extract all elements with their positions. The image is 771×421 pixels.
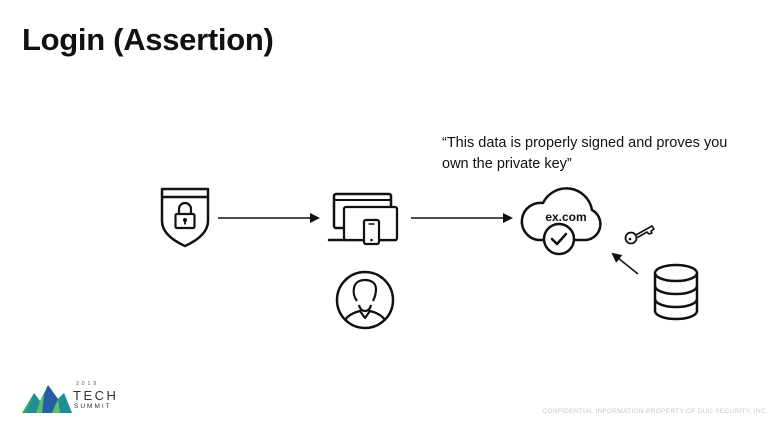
user-icon bbox=[335, 270, 395, 330]
confidential-footer: CONFIDENTIAL INFORMATION PROPERTY OF DUO… bbox=[542, 408, 768, 415]
key-icon bbox=[624, 225, 655, 245]
cloud-check-icon: ex.com bbox=[520, 187, 602, 256]
logo-subtitle: SUMMIT bbox=[74, 403, 112, 410]
logo-title: TECH bbox=[73, 388, 119, 403]
logo-year: 2019 bbox=[76, 381, 100, 387]
tech-summit-logo: 2019 TECH SUMMIT bbox=[22, 381, 117, 413]
devices-icon bbox=[327, 192, 399, 246]
database-icon bbox=[653, 263, 699, 321]
assertion-quote: “This data is properly signed and proves… bbox=[442, 135, 728, 172]
arrow-database-to-cloud bbox=[611, 252, 639, 275]
shield-lock-icon bbox=[160, 187, 210, 248]
slide-title: Login (Assertion) bbox=[22, 22, 274, 57]
cloud-label: ex.com bbox=[545, 210, 586, 224]
logo-mountain-icon bbox=[22, 385, 72, 413]
